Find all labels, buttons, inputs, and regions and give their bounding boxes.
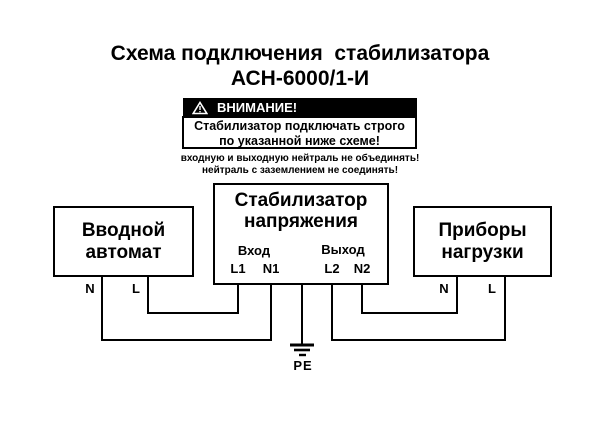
load-label-line-1: Приборы bbox=[438, 219, 527, 241]
wire-n-to-n1 bbox=[101, 276, 272, 341]
note-line-2: нейтраль с заземлением не соединять! bbox=[201, 165, 399, 176]
stabilizer-input-group-label: Вход bbox=[237, 243, 271, 258]
stabilizer-label-line-1: Стабилизатор bbox=[234, 190, 368, 211]
warning-body-box: Стабилизатор подключать строго по указан… bbox=[182, 116, 417, 149]
terminal-l2-label: L2 bbox=[324, 261, 340, 276]
earth-ground-symbol bbox=[290, 343, 314, 357]
page-title-line-2: АСН-6000/1-И bbox=[230, 67, 370, 90]
load-label-line-2: нагрузки bbox=[441, 241, 524, 263]
terminal-n2-label: N2 bbox=[353, 261, 371, 276]
note-line-1: входную и выходную нейтраль не объединят… bbox=[180, 153, 420, 164]
warning-header-label: ВНИМАНИЕ! bbox=[217, 100, 298, 115]
stabilizer-box: Стабилизатор напряжения bbox=[213, 183, 389, 285]
warning-triangle-icon bbox=[192, 100, 208, 115]
page-title-line-1: Схема подключения стабилизатора bbox=[110, 42, 490, 65]
load-terminal-n-label: N bbox=[439, 281, 449, 296]
wire-l2-to-l bbox=[331, 276, 506, 341]
input-breaker-label-line-2: автомат bbox=[85, 241, 162, 263]
terminal-n1-label: N1 bbox=[262, 261, 280, 276]
input-breaker-terminal-l-label: L bbox=[132, 281, 140, 296]
input-breaker-box: Вводной автомат bbox=[53, 206, 194, 277]
terminal-l1-label: L1 bbox=[230, 261, 246, 276]
warning-body-line-1: Стабилизатор подключать строго bbox=[194, 119, 405, 133]
warning-body-line-2: по указанной ниже схеме! bbox=[219, 133, 380, 148]
load-box: Приборы нагрузки bbox=[413, 206, 552, 277]
input-breaker-terminal-n-label: N bbox=[85, 281, 95, 296]
warning-header-bar: ВНИМАНИЕ! bbox=[183, 98, 417, 117]
input-breaker-label-line-1: Вводной bbox=[81, 219, 166, 241]
load-terminal-l-label: L bbox=[488, 281, 496, 296]
stabilizer-output-group-label: Выход bbox=[321, 242, 365, 257]
pe-ground-label: PE bbox=[293, 358, 313, 373]
stabilizer-label-line-2: напряжения bbox=[244, 211, 358, 232]
